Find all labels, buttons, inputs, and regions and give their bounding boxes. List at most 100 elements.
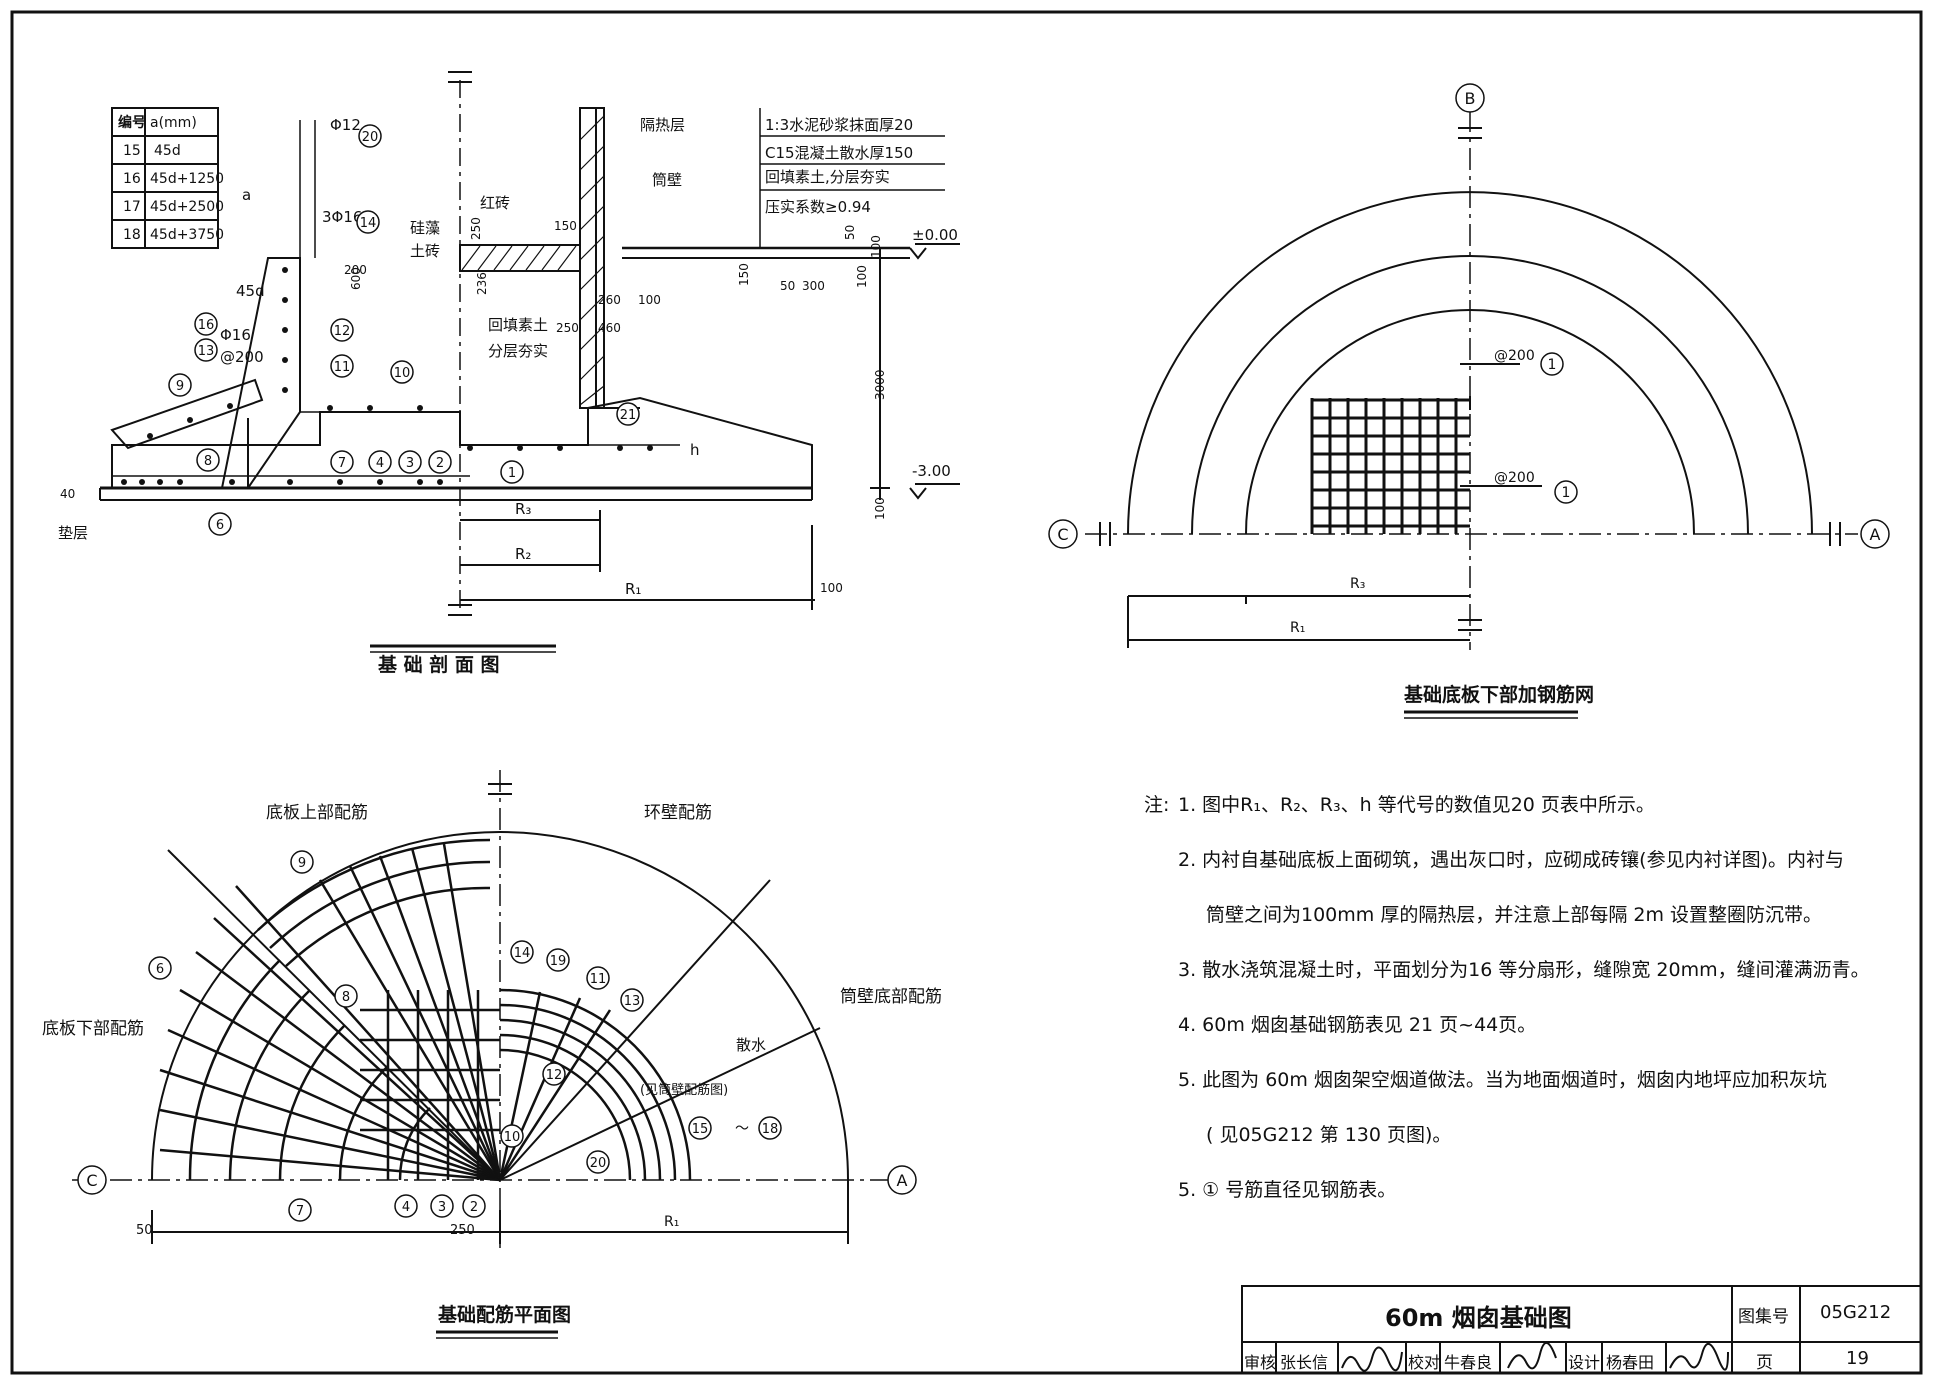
label-elev-0: ±0.00	[912, 226, 958, 244]
design-label: 设计	[1568, 1353, 1601, 1372]
note-line: 筒壁之间为100mm 厚的隔热层，并注意上部每隔 2m 设置整圈防沉带。	[1206, 904, 1822, 926]
layer-line: C15混凝土散水厚150	[765, 144, 913, 162]
design-name: 杨春田	[1606, 1353, 1655, 1372]
axis-B: B	[1465, 89, 1476, 108]
see-wall-label: (见筒壁配筋图)	[640, 1082, 728, 1098]
label-R1: R₁	[625, 580, 641, 598]
dim: 100	[873, 497, 887, 520]
check-label: 校对	[1408, 1353, 1441, 1372]
label-45d: 45d	[236, 282, 265, 300]
bubble: 11	[334, 360, 351, 375]
table-no: 17	[123, 199, 141, 215]
label-a: a	[242, 186, 251, 204]
bubble: 3	[438, 1200, 446, 1215]
mesh-text: B C A @200 @200 1 1 R₃ R₁	[1048, 83, 1890, 636]
page-label: 页	[1756, 1353, 1773, 1373]
drawing-title: 60m 烟囱基础图	[1385, 1304, 1572, 1332]
dim: 50	[843, 225, 857, 240]
note-line: 2. 内衬自基础底板上面砌筑，遇出灰口时，应砌成砖镶(参见内衬详图)。内衬与	[1178, 849, 1844, 871]
table-no: 18	[123, 227, 141, 243]
plan-title: 基础配筋平面图	[438, 1304, 572, 1326]
dim: 40	[60, 487, 75, 501]
table-a: 45d+3750	[150, 227, 224, 243]
page-no: 19	[1846, 1348, 1869, 1369]
layer-line: 1:3水泥砂浆抹面厚20	[765, 116, 913, 134]
quad-right: 筒壁底部配筋	[840, 987, 942, 1007]
bubble: 10	[394, 366, 411, 381]
mesh-spacing: @200	[1494, 348, 1535, 364]
label-bar-3: 3Φ16	[322, 208, 362, 226]
layer-line: 压实系数≥0.94	[765, 198, 871, 216]
label-diatom-1: 硅藻	[410, 219, 440, 237]
bubble: 11	[590, 972, 607, 987]
label-wall: 筒壁	[652, 171, 682, 189]
dim: 260	[598, 293, 621, 307]
dim: 460	[598, 321, 621, 335]
bubble: 12	[546, 1068, 563, 1083]
rebar-table	[111, 107, 219, 249]
quad-top-left: 底板上部配筋	[266, 803, 368, 823]
bubble: 16	[198, 318, 215, 333]
set-label: 图集号	[1738, 1307, 1789, 1327]
mesh-grid	[1310, 398, 1470, 534]
note-line: 1. 图中R₁、R₂、R₃、h 等代号的数值见20 页表中所示。	[1178, 794, 1655, 816]
bubble: 9	[298, 856, 306, 871]
bubble: 6	[216, 518, 224, 533]
plan-text: 底板上部配筋 环壁配筋 底板下部配筋 筒壁底部配筋 散水 (见筒壁配筋图) ～ …	[42, 803, 942, 1238]
section-bubbles: 20 14 12 11 16 13 10 9 8 7 4 3 2 1 6 21	[168, 124, 640, 536]
dim: 150	[554, 219, 577, 233]
label-insulation: 隔热层	[640, 116, 685, 134]
label-red-brick: 红砖	[480, 194, 510, 212]
bubble: 14	[360, 216, 377, 231]
section-title: 基 础 剖 面 图	[378, 654, 500, 676]
table-a: 45d+2500	[150, 199, 224, 215]
bubble: 7	[338, 456, 346, 471]
table-head-a: a(mm)	[150, 115, 197, 131]
dim: 100	[869, 235, 883, 258]
bubble: 18	[762, 1122, 779, 1137]
label-bar-phi16: Φ16	[220, 326, 251, 344]
mesh-bubble: 1	[1562, 485, 1571, 501]
plan-bubbles: 9 6 8 14 19 11 13 10 12 15 18 20 7 4 3 2	[148, 850, 782, 1222]
label-R2: R₂	[515, 545, 531, 563]
dim: 150	[737, 263, 751, 286]
table-text: 编号 a(mm) 15 45d 16 45d+1250 17 45d+2500 …	[118, 114, 224, 243]
layer-notes: 1:3水泥砂浆抹面厚20 C15混凝土散水厚150 回填素土,分层夯实 压实系数…	[765, 116, 913, 216]
mesh-R1: R₁	[1290, 620, 1305, 636]
bubble: 12	[334, 324, 351, 339]
set-no: 05G212	[1820, 1302, 1892, 1323]
note-line: ( 见05G212 第 130 页图)。	[1206, 1124, 1452, 1146]
dim: 250	[556, 321, 579, 335]
bubble: 2	[470, 1200, 478, 1215]
note-line: 3. 散水浇筑混凝土时，平面划分为16 等分扇形，缝隙宽 20mm，缝间灌满沥青…	[1178, 959, 1870, 981]
label-backfill-2: 分层夯实	[488, 342, 548, 360]
section-labels: 隔热层 筒壁 红砖 硅藻 土砖 回填素土 分层夯实 垫层 Φ12 3Φ16 Φ1…	[58, 116, 958, 598]
table-no: 15	[123, 143, 141, 159]
bubble: 3	[406, 456, 414, 471]
dim: 3000	[873, 369, 887, 400]
axis-C: C	[1057, 525, 1068, 544]
bubble: 8	[204, 454, 212, 469]
label-bar-at: @200	[220, 348, 264, 366]
sheet-border	[10, 10, 1923, 1375]
label-backfill-1: 回填素土	[488, 316, 548, 334]
title-block	[1241, 1285, 1922, 1374]
bubble: 20	[362, 130, 379, 145]
bubble: 15	[692, 1122, 709, 1137]
bubble: 1	[508, 466, 516, 481]
table-no: 16	[123, 171, 141, 187]
bubble: 20	[590, 1156, 607, 1171]
dim: 300	[802, 279, 825, 293]
quad-left: 底板下部配筋	[42, 1019, 144, 1039]
note-line: 4. 60m 烟囱基础钢筋表见 21 页~44页。	[1178, 1014, 1537, 1036]
dim: 200	[344, 263, 367, 277]
layer-line: 回填素土,分层夯实	[765, 168, 890, 186]
plan-dim-250: 250	[450, 1223, 475, 1238]
plan-drawing	[72, 770, 905, 1248]
plan-dim-50: 50	[136, 1223, 153, 1238]
review-label: 审核	[1244, 1353, 1277, 1372]
bubble: 6	[156, 962, 164, 977]
signature-marks	[1341, 1342, 1729, 1372]
plan-axis-C: C	[86, 1171, 97, 1190]
sanshui-label: 散水	[736, 1036, 766, 1054]
